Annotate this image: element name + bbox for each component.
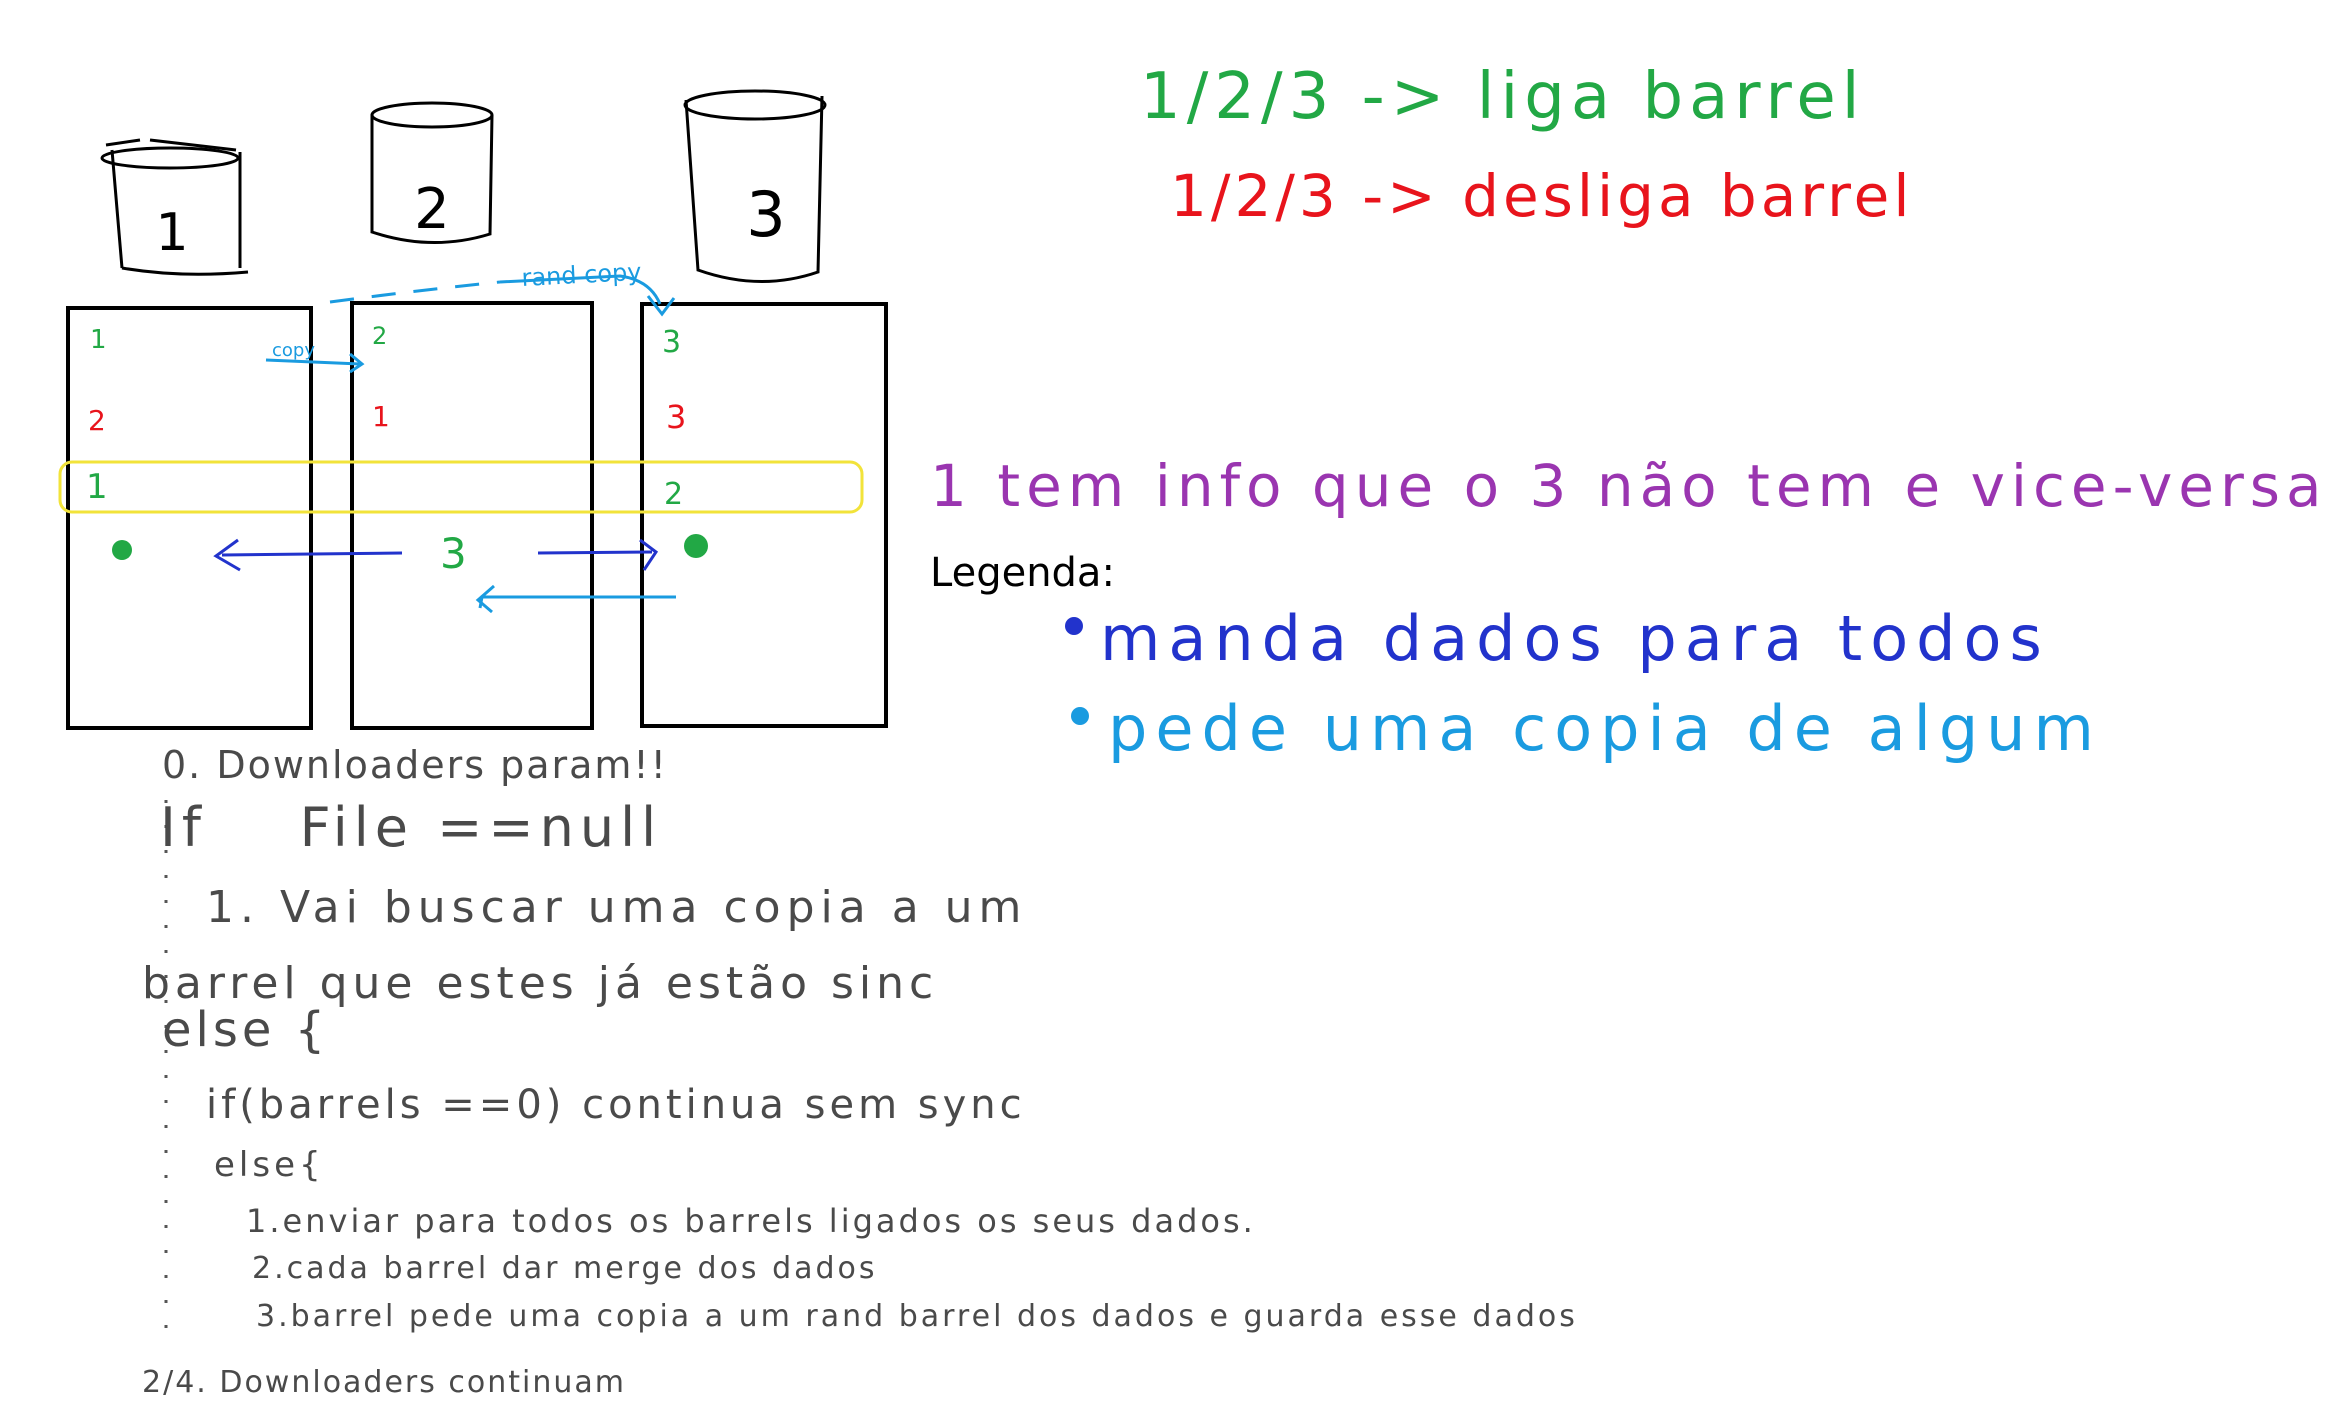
algo-step1b: barrel que estes já estão sinc bbox=[142, 958, 938, 1009]
algo-sub2: 2.cada barrel dar merge dos dados bbox=[252, 1251, 878, 1286]
legend-desliga: 1/2/3 -> desliga barrel bbox=[1170, 162, 1913, 230]
barrel-label-2: 2 bbox=[414, 177, 450, 242]
legend-liga: 1/2/3 -> liga barrel bbox=[1140, 60, 1866, 134]
algo-final: 2/4. Downloaders continuam bbox=[142, 1365, 626, 1400]
highlight-row bbox=[58, 460, 864, 514]
col3-row3: 2 bbox=[664, 477, 683, 512]
copy-arrow bbox=[265, 352, 365, 374]
blue-arrow-left bbox=[213, 538, 403, 572]
algo-sub1: 1.enviar para todos os barrels ligados o… bbox=[246, 1202, 1256, 1240]
legend-lightblue-dot-icon bbox=[1071, 707, 1089, 725]
barrel-1 bbox=[100, 138, 249, 276]
col3-green-dot-icon bbox=[684, 534, 708, 558]
algo-else1: else { bbox=[162, 1002, 329, 1058]
barrel-3 bbox=[683, 89, 827, 283]
rand-copy-arrow bbox=[329, 274, 676, 317]
algo-sub3: 3.barrel pede uma copia a um rand barrel… bbox=[256, 1299, 1578, 1334]
col1-row2: 2 bbox=[88, 404, 106, 437]
col3-row1: 3 bbox=[662, 325, 681, 360]
algo-if-line: If File ==null bbox=[160, 796, 662, 859]
col1-row1: 1 bbox=[90, 325, 107, 355]
legend-blue-dot-icon bbox=[1065, 617, 1083, 635]
barrel-label-1: 1 bbox=[155, 203, 188, 263]
col2-row1: 2 bbox=[372, 322, 387, 350]
barrel-box-2 bbox=[350, 301, 594, 730]
algo-if-barrels: if(barrels ==0) continua sem sync bbox=[206, 1082, 1026, 1128]
col2-row2: 1 bbox=[372, 400, 390, 433]
barrel-label-3: 3 bbox=[746, 178, 785, 251]
legenda-item-1: manda dados para todos bbox=[1100, 602, 2050, 675]
col1-row3: 1 bbox=[86, 467, 108, 507]
barrel-2 bbox=[370, 101, 494, 244]
barrel-box-1 bbox=[66, 306, 313, 730]
algo-else2: else{ bbox=[214, 1145, 325, 1185]
note-text: 1 tem info que o 3 não tem e vice-versa bbox=[930, 452, 2328, 520]
barrel-box-3 bbox=[640, 302, 888, 728]
col2-center: 3 bbox=[440, 529, 467, 578]
rand-copy-label: rand copy bbox=[521, 258, 642, 292]
col1-green-dot-icon bbox=[112, 540, 132, 560]
algo-step0: 0. Downloaders param!! bbox=[162, 743, 668, 787]
legenda-item-2: pede uma copia de algum bbox=[1108, 692, 2102, 765]
legenda-title: Legenda: bbox=[930, 550, 1115, 596]
blue-arrow-right bbox=[537, 538, 659, 571]
col3-row2: 3 bbox=[666, 398, 686, 436]
copy-label: copy bbox=[272, 340, 315, 361]
lightblue-arrow-back bbox=[475, 584, 676, 614]
algo-step1a: 1. Vai buscar uma copia a um bbox=[206, 882, 1027, 933]
